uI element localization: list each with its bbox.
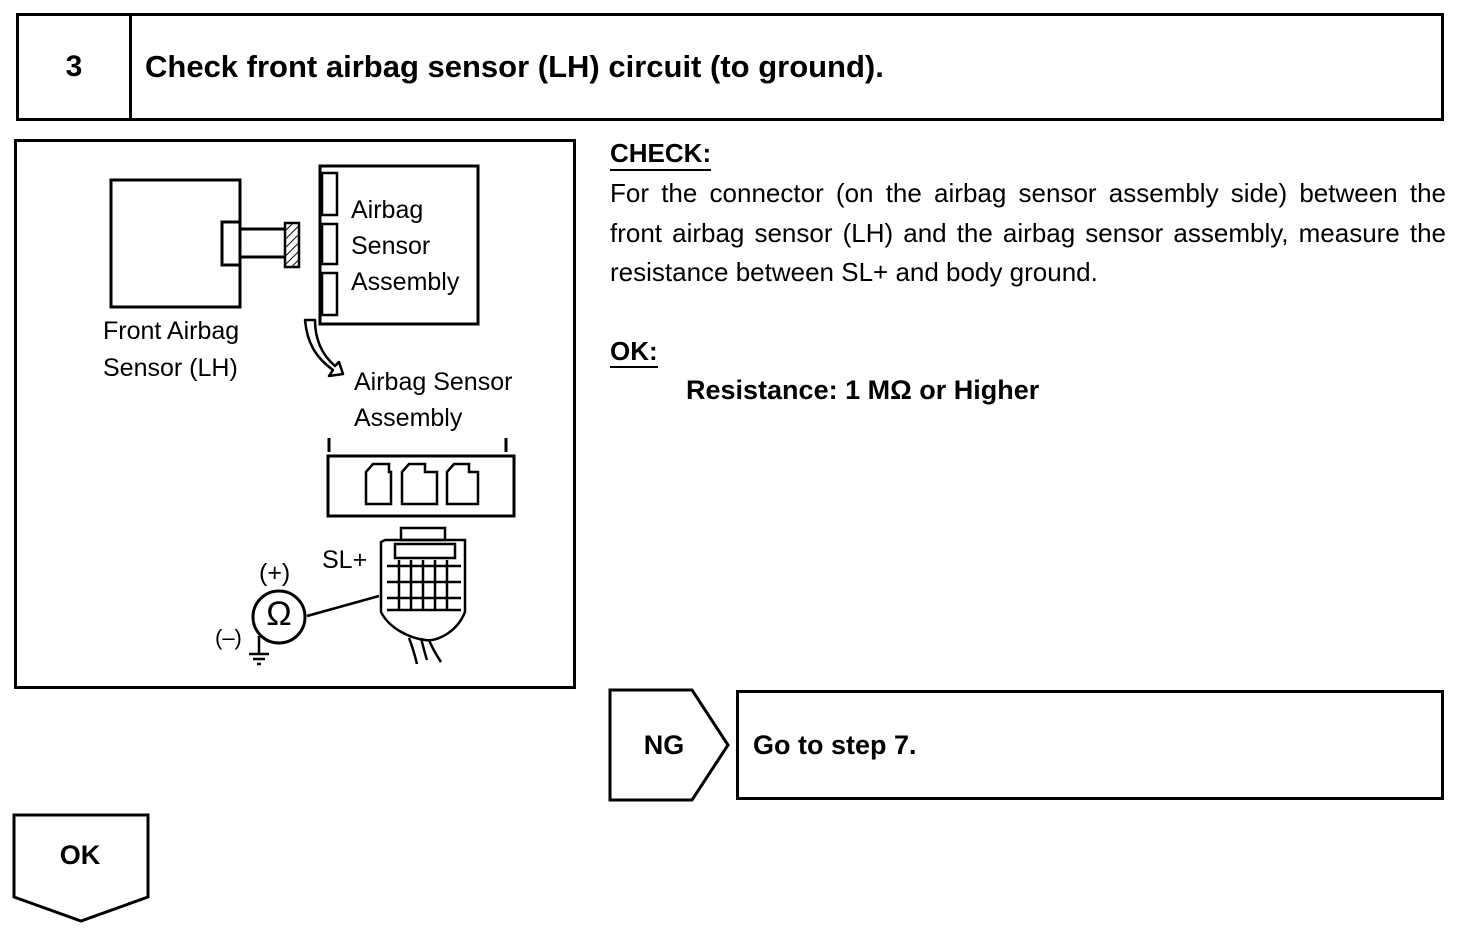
connector-diagram xyxy=(109,164,516,666)
ng-result-box: Go to step 7. xyxy=(736,690,1444,800)
harness-connector xyxy=(379,526,467,665)
wiring-illustration: Front Airbag Sensor (LH) Airbag Sensor A… xyxy=(14,139,576,689)
assembly-connector-label-line1: Airbag Sensor xyxy=(354,368,513,396)
curved-arrow-icon xyxy=(303,318,345,378)
ok-tag-shape xyxy=(12,813,150,923)
assembly-connector xyxy=(326,454,516,518)
ok-tag: OK xyxy=(59,839,101,870)
sensor-plug xyxy=(220,220,242,267)
meter-positive-label: (+) xyxy=(259,559,291,587)
step-header: 3 Check front airbag sensor (LH) circuit… xyxy=(16,13,1444,121)
resistance-spec: Resistance: 1 MΩ or Higher xyxy=(686,375,1040,405)
ohmmeter-icon xyxy=(251,589,307,645)
front-sensor-label-line2: Sensor (LH) xyxy=(103,354,238,382)
front-sensor-label-line1: Front Airbag xyxy=(103,317,240,345)
meter-negative-label: (–) xyxy=(215,625,242,650)
step-title: Check front airbag sensor (LH) circuit (… xyxy=(145,49,884,84)
ng-action: Go to step 7. xyxy=(753,729,917,760)
ohm-symbol: Ω xyxy=(266,595,292,633)
assembly-label-line1: Airbag xyxy=(351,196,424,224)
assembly-connector-label-line2: Assembly xyxy=(354,404,463,432)
step-number: 3 xyxy=(19,16,132,118)
ng-tag: NG xyxy=(643,729,685,760)
check-instructions: For the connector (on the airbag sensor … xyxy=(610,178,1446,287)
assembly-label-line2: Sensor xyxy=(351,232,431,260)
connector-hatched-end xyxy=(283,221,301,269)
ng-tag-shape xyxy=(608,688,730,802)
terminal-label: SL+ xyxy=(322,546,368,574)
ok-heading: OK: xyxy=(610,336,658,368)
sensor-assembly-body xyxy=(318,164,480,326)
assembly-label-line3: Assembly xyxy=(351,268,460,296)
check-heading: CHECK: xyxy=(610,137,712,171)
